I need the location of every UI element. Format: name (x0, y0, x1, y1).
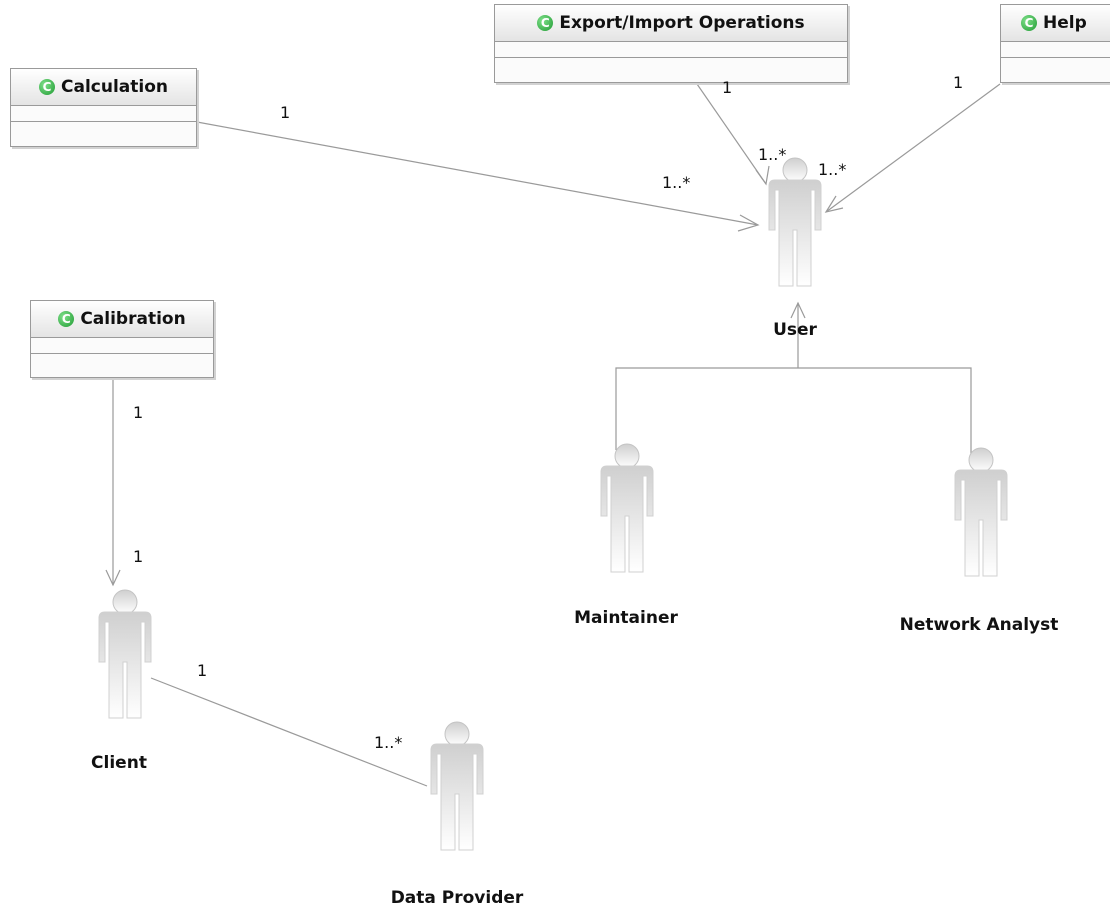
multiplicity-data-provider: 1..* (374, 733, 403, 752)
arrowhead-export-user (755, 165, 770, 186)
assoc-help-user[interactable] (825, 83, 1001, 213)
generalization-arrowhead (790, 301, 806, 319)
actor-data-provider-figure[interactable] (430, 721, 484, 851)
assoc-calculation-user[interactable] (196, 121, 759, 226)
class-operations-compartment (11, 122, 196, 137)
actor-network-analyst-figure[interactable] (954, 447, 1008, 577)
class-export-import[interactable]: C Export/Import Operations (494, 4, 848, 83)
class-icon: C (537, 15, 554, 31)
assoc-client-dataprovider[interactable] (150, 677, 428, 787)
actor-client-figure[interactable] (98, 589, 152, 719)
class-operations-compartment (1001, 58, 1110, 73)
class-attributes-compartment (495, 42, 847, 58)
class-name: Export/Import Operations (559, 13, 805, 33)
class-attributes-compartment (1001, 42, 1110, 58)
multiplicity-client: 1 (197, 661, 208, 680)
class-name: Calculation (61, 77, 168, 97)
actor-data-provider-label: Data Provider (390, 888, 524, 908)
multiplicity-calibration-client: 1 (133, 547, 144, 566)
multiplicity-help: 1 (953, 73, 964, 92)
class-icon: C (39, 79, 55, 95)
actor-maintainer-label: Maintainer (574, 608, 678, 628)
actor-user-label: User (773, 320, 817, 340)
generalization-maintainer[interactable] (615, 367, 972, 455)
class-icon: C (58, 311, 75, 327)
multiplicity-calculation: 1 (280, 103, 291, 122)
actor-user-figure[interactable] (768, 157, 822, 287)
class-name: Help (1043, 13, 1087, 33)
multiplicity-calibration: 1 (133, 403, 144, 422)
class-icon: C (1021, 15, 1037, 31)
arrowhead-calculation-user (737, 214, 760, 232)
actor-maintainer-figure[interactable] (600, 443, 654, 573)
class-attributes-compartment (31, 338, 213, 354)
actor-network-analyst-label: Network Analyst (899, 615, 1059, 635)
assoc-export-user[interactable] (696, 83, 767, 185)
class-calibration[interactable]: C Calibration (30, 300, 214, 378)
arrowhead-calibration-client (105, 569, 121, 587)
multiplicity-calculation-user: 1..* (662, 173, 691, 192)
class-attributes-compartment (11, 106, 196, 122)
class-name: Calibration (80, 309, 186, 329)
class-operations-compartment (495, 58, 847, 73)
actor-client-label: Client (91, 753, 147, 773)
arrowhead-help-user (824, 195, 844, 213)
multiplicity-help-user: 1..* (818, 160, 847, 179)
class-help[interactable]: C Help (1000, 4, 1110, 83)
multiplicity-export-user: 1..* (758, 145, 787, 164)
class-operations-compartment (31, 354, 213, 369)
multiplicity-export: 1 (722, 78, 733, 97)
class-calculation[interactable]: C Calculation (10, 68, 197, 147)
